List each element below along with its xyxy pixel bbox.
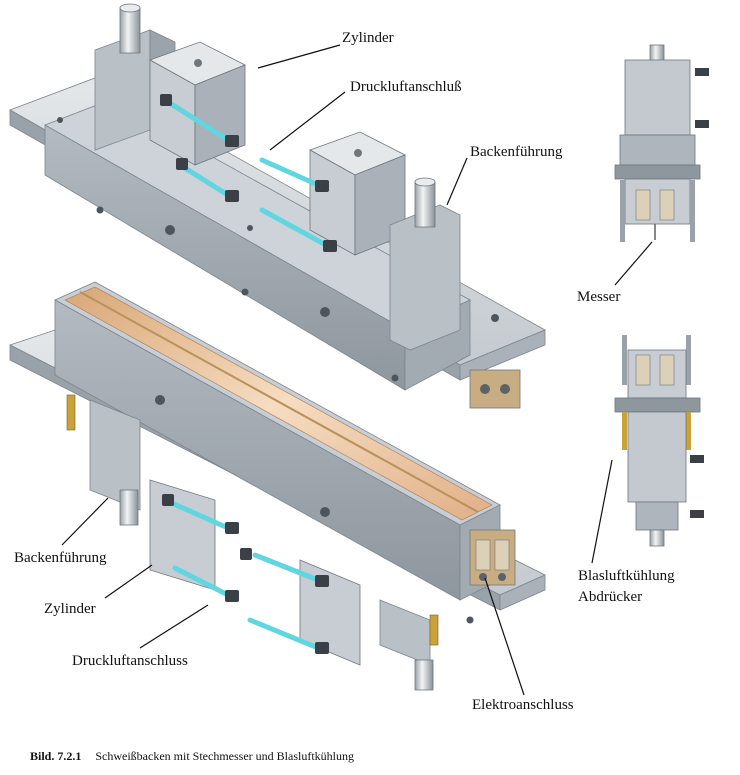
blast-view-lower-body bbox=[627, 411, 687, 503]
side-view-blast-air bbox=[614, 335, 704, 547]
upper-air-tubes bbox=[162, 97, 329, 248]
side-view-knife bbox=[614, 44, 709, 242]
lower-mounting-holes bbox=[155, 395, 474, 624]
label-abdruecker: Abdrücker bbox=[578, 589, 642, 605]
label-druckluftanschluss-bottom: Druckluftanschluss bbox=[72, 653, 188, 669]
label-druckluftanschluss-top: Druckluftanschluß bbox=[350, 79, 462, 95]
upper-left-guide-rod bbox=[119, 7, 141, 54]
leader-elektro bbox=[484, 577, 525, 696]
knife-view-jaw bbox=[624, 178, 691, 225]
leader-druckluft-bottom bbox=[139, 604, 209, 649]
lower-cylinder-2 bbox=[299, 559, 361, 666]
lower-left-guide-rod bbox=[119, 489, 139, 526]
welding-jaw-illustration: Zylinder Druckluftanschluß Backenführung… bbox=[8, 3, 709, 713]
knife-view-upper-body bbox=[624, 59, 691, 136]
label-zylinder-bottom: Zylinder bbox=[44, 601, 96, 617]
upper-base-plate-side bbox=[459, 329, 546, 381]
lower-right-guide-block bbox=[379, 599, 431, 666]
label-blasluftkuehlung: Blasluftkühlung bbox=[578, 568, 675, 584]
figure-caption: Bild. 7.2.1 Schweißbacken mit Stechmesser… bbox=[30, 749, 354, 764]
label-backenfuehrung-top: Backenführung bbox=[470, 144, 563, 160]
upper-right-guide-rod bbox=[414, 181, 436, 228]
upper-air-fittings bbox=[160, 94, 337, 252]
brass-post-left bbox=[66, 394, 76, 431]
upper-end-connector bbox=[469, 369, 521, 409]
lower-right-guide-rod bbox=[414, 659, 434, 691]
caption-text: Schweißbacken mit Stechmesser und Blaslu… bbox=[95, 749, 354, 763]
upper-right-guide-block bbox=[389, 204, 461, 351]
leader-messer bbox=[614, 241, 653, 286]
label-zylinder-top: Zylinder bbox=[342, 30, 394, 46]
lower-air-tubes bbox=[162, 497, 321, 651]
leader-lines bbox=[61, 44, 653, 696]
leader-blasluft bbox=[591, 459, 613, 564]
leader-backen-top bbox=[446, 157, 468, 206]
label-backenfuehrung-bottom: Backenführung bbox=[14, 550, 107, 566]
caption-number: Bild. 7.2.1 bbox=[30, 749, 82, 763]
leader-backen-bottom bbox=[61, 497, 109, 546]
label-messer: Messer bbox=[577, 289, 620, 305]
lower-left-guide-block bbox=[89, 399, 141, 511]
lower-jaw bbox=[8, 281, 546, 691]
leader-zylinder-bottom bbox=[104, 564, 153, 599]
brass-push-rod-left bbox=[622, 412, 627, 450]
brass-post-right bbox=[429, 614, 439, 646]
upper-jaw bbox=[9, 3, 546, 409]
lower-air-fittings bbox=[162, 494, 329, 654]
brass-push-rod-right bbox=[686, 412, 691, 450]
leader-zylinder-top bbox=[257, 44, 341, 69]
leader-druckluft-top bbox=[269, 91, 346, 151]
label-elektroanschluss: Elektroanschluss bbox=[472, 697, 574, 713]
